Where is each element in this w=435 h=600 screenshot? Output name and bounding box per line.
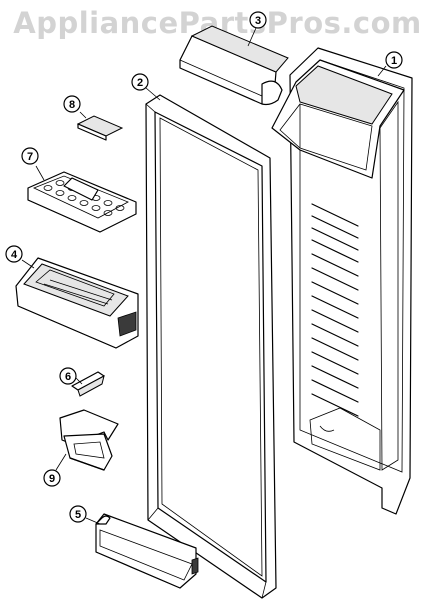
callout-8: 8 — [63, 95, 81, 113]
callout-9: 9 — [43, 469, 61, 487]
dairy-cover[interactable] — [179, 25, 289, 106]
callout-5-label: 5 — [75, 509, 81, 521]
callout-7-label: 7 — [27, 151, 33, 163]
egg-tray[interactable] — [27, 171, 137, 233]
callout-3: 3 — [249, 11, 267, 29]
liner-shelf-ribs — [311, 203, 359, 417]
butter-cover[interactable] — [76, 115, 124, 141]
bin-clip[interactable] — [71, 371, 105, 397]
callout-6: 6 — [59, 367, 77, 385]
door-bin[interactable] — [15, 257, 139, 349]
leader-lines — [21, 27, 387, 525]
callout-2: 2 — [131, 73, 149, 91]
callout-1-label: 1 — [391, 55, 397, 67]
door-gasket[interactable] — [145, 94, 277, 599]
dispenser-part[interactable] — [59, 409, 119, 471]
callout-7: 7 — [21, 147, 39, 165]
callout-5: 5 — [69, 505, 87, 523]
callout-4-label: 4 — [11, 249, 18, 261]
bottom-bin[interactable] — [95, 513, 199, 589]
callout-2-label: 2 — [137, 77, 143, 89]
callout-1: 1 — [385, 51, 403, 69]
callout-6-label: 6 — [65, 371, 71, 383]
door-liner[interactable] — [271, 47, 413, 515]
callout-3-label: 3 — [255, 15, 261, 27]
egg-cups — [43, 180, 125, 216]
callout-9-label: 9 — [49, 473, 55, 485]
callout-8-label: 8 — [69, 99, 75, 111]
callout-4: 4 — [5, 245, 23, 263]
